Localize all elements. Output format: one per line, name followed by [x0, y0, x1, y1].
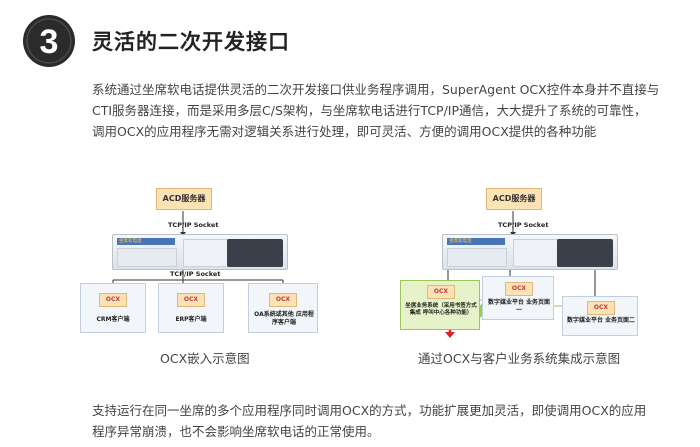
softphone-panel: 坐席软电话 [442, 234, 618, 270]
ocx-control: OCX [505, 282, 533, 296]
intro-paragraph: 系统通过坐席软电话提供灵活的二次开发接口供业务程序调用，SuperAgent O… [92, 79, 692, 142]
section-number-badge: 3 [23, 15, 75, 67]
softphone-panel: 坐席软电话 [112, 234, 288, 270]
business-page-two-box: OCX 数字媒业平台 业务页面二 [562, 296, 638, 336]
client-box-oa: OCX OA系统或其他 应用程序客户端 [248, 283, 318, 333]
client-label: ERP客户端 [175, 316, 207, 323]
business-page-label: 数字媒业平台 业务页面二 [566, 317, 636, 324]
softphone-keypad [227, 239, 283, 267]
intro-line: 系统通过坐席软电话提供灵活的二次开发接口供业务程序调用，SuperAgent O… [92, 82, 660, 97]
ocx-control: OCX [587, 301, 615, 315]
ocx-control: OCX [269, 293, 297, 307]
client-box-erp: OCX ERP客户端 [158, 283, 224, 333]
acd-server-box: ACD服务器 [486, 188, 542, 210]
diagram2-caption: 通过OCX与客户业务系统集成示意图 [418, 351, 621, 366]
softphone-controls [117, 248, 177, 267]
outro-paragraph: 支持运行在同一坐席的多个应用程序同时调用OCX的方式，功能扩展更加灵活，即使调用… [92, 400, 692, 442]
softphone-title-bar: 坐席软电话 [447, 238, 505, 245]
section-title: 灵活的二次开发接口 [92, 30, 290, 54]
acd-server-box: ACD服务器 [156, 188, 212, 210]
softphone-keypad [557, 239, 613, 267]
ocx-control: OCX [177, 293, 205, 307]
client-box-crm: OCX CRM客户端 [80, 283, 146, 333]
ocx-integration-diagram: ACD服务器 TCP/IP Socket 坐席软电话 OCX 坐席业务系统（采用… [390, 188, 640, 338]
diagram1-caption: OCX嵌入示意图 [160, 351, 250, 366]
client-label: OA系统或其他 应用程序客户端 [254, 311, 314, 326]
tcp-socket-label: TCP/IP Socket [170, 270, 221, 278]
softphone-title-bar: 坐席软电话 [117, 238, 175, 245]
intro-line: CTI服务器连接，而是采用多层C/S架构，与坐席软电话进行TCP/IP通信，大大… [92, 103, 647, 118]
client-label: CRM客户端 [96, 316, 130, 323]
business-page-one-box: OCX 数字媒业平台 业务页面一 [482, 276, 554, 320]
softphone-controls [447, 248, 507, 267]
outro-line: 程序异常崩溃，也不会影响坐席软电话的正常使用。 [92, 424, 380, 439]
ocx-control: OCX [427, 285, 455, 299]
ocx-control: OCX [99, 293, 127, 307]
section-number: 3 [40, 23, 59, 61]
business-system-box: OCX 坐席业务系统（采用书签方式集成 呼叫中心各种功能） [400, 280, 480, 330]
outro-line: 支持运行在同一坐席的多个应用程序同时调用OCX的方式，功能扩展更加灵活，即使调用… [92, 403, 647, 418]
intro-line: 调用OCX的应用程序无需对逻辑关系进行处理，即可灵活、方便的调用OCX提供的各种… [92, 124, 597, 139]
tcp-socket-label: TCP/IP Socket [168, 221, 219, 229]
tcp-socket-label: TCP/IP Socket [498, 221, 549, 229]
ocx-embed-diagram: ACD服务器 TCP/IP Socket 坐席软电话 TCP/IP Socket… [70, 188, 320, 338]
business-page-label: 数字媒业平台 业务页面一 [487, 299, 551, 314]
business-system-label: 坐席业务系统（采用书签方式集成 呼叫中心各种功能） [405, 303, 477, 316]
